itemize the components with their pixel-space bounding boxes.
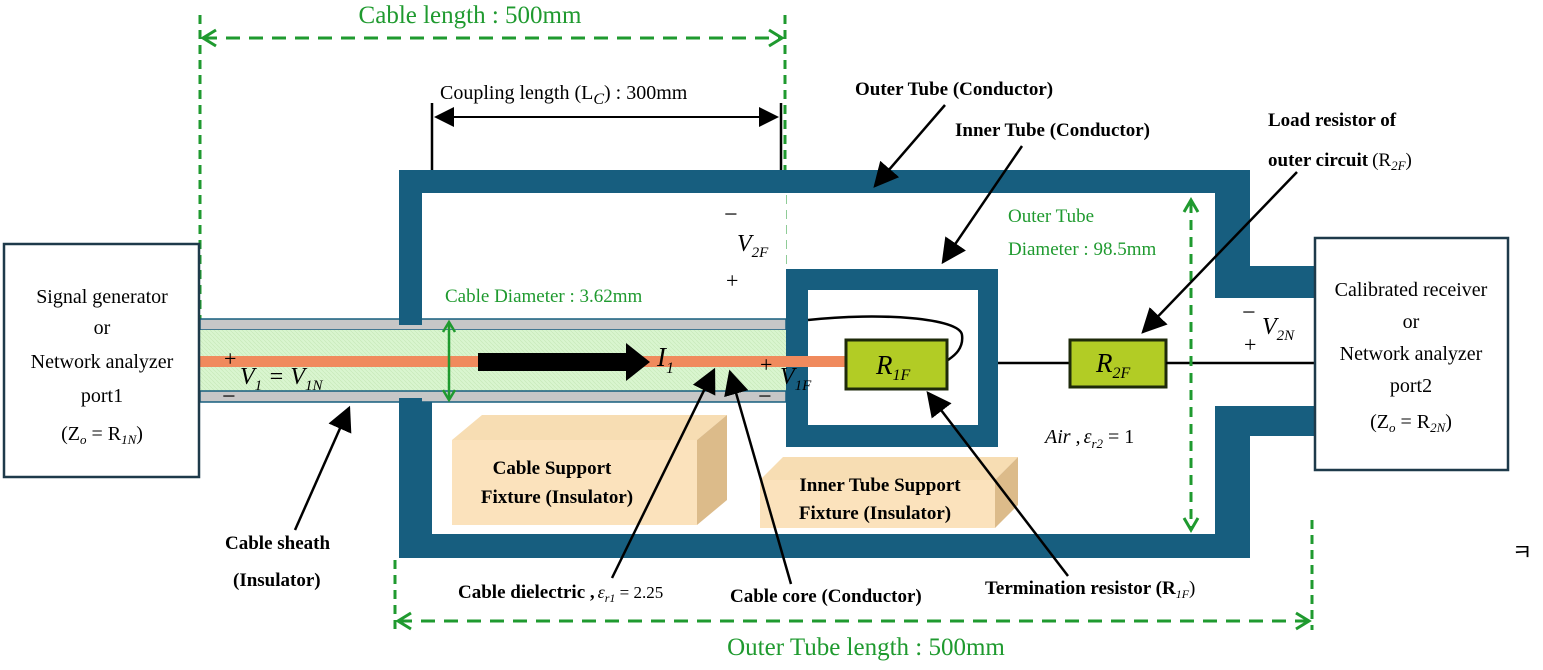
v1f-minus: − xyxy=(758,384,772,410)
receiver-line2: or xyxy=(1403,311,1420,333)
cable-diameter-dimension: Cable Diameter : 3.62mm xyxy=(441,286,643,403)
outer-tube-length-dimension: Outer Tube length : 500mm xyxy=(393,520,1314,661)
outer-tube-left-wall-top xyxy=(399,170,422,325)
v1f-label: V1F xyxy=(780,364,812,394)
termination-pointer xyxy=(926,391,1069,577)
inner-tube-support-fixture: Inner Tube Support Fixture (Insulator) xyxy=(760,457,1018,528)
cable-sheath-pointer xyxy=(293,405,352,531)
cable-core-label: Cable core (Conductor) xyxy=(730,586,922,607)
outer-tube-diameter-dimension: Outer Tube Diameter : 98.5mm xyxy=(1008,197,1200,533)
inner-support-line2: Fixture (Insulator) xyxy=(799,503,951,524)
cable-support-fixture: Cable Support Fixture (Insulator) xyxy=(452,415,727,525)
cable-sheath-top xyxy=(199,318,787,331)
termination-label: Termination resistor (R1F) xyxy=(985,578,1195,601)
v2f-plus: + xyxy=(726,268,738,293)
outer-diameter-line1: Outer Tube xyxy=(1008,206,1094,227)
r2f-label: R2F xyxy=(1095,348,1131,382)
r1f-label: R1F xyxy=(875,350,911,384)
side-mark: ㅋ xyxy=(1512,540,1532,565)
v2f-label: V2F xyxy=(737,231,769,261)
cable-core-inner xyxy=(786,356,846,367)
v2n-voltage: − V2N + xyxy=(1242,300,1295,357)
cable-dielectric-pointer xyxy=(610,367,716,579)
v2n-minus: − xyxy=(1242,300,1256,326)
i1-label: I1 xyxy=(656,342,674,377)
cable-sheath-line1: Cable sheath xyxy=(225,533,330,554)
cable-support-line1: Cable Support xyxy=(493,458,612,479)
air-label: Air ,εr2 = 1 xyxy=(1043,426,1134,451)
receiver-box: Calibrated receiver or Network analyzer … xyxy=(1313,236,1510,472)
cable-sheath-line2: (Insulator) xyxy=(233,570,321,591)
v2n-label: V2N xyxy=(1262,314,1295,344)
coupling-length-dimension: Coupling length (LC) : 300mm xyxy=(430,82,783,200)
inner-tube-pointer xyxy=(941,145,1024,265)
signal-generator-box: Signal generator or Network analyzer por… xyxy=(2,242,201,479)
signal-gen-line4: port1 xyxy=(81,385,123,407)
receiver-line3: Network analyzer xyxy=(1340,343,1483,365)
v2f-voltage: − V2F + xyxy=(724,202,769,293)
v1-plus: + xyxy=(224,346,236,371)
v1-minus: − xyxy=(222,384,236,410)
v2n-plus: + xyxy=(1244,332,1256,357)
v1-label: V1 = V1N xyxy=(240,364,324,394)
outer-tube-left-wall-bottom xyxy=(399,398,422,558)
signal-gen-line3: Network analyzer xyxy=(31,351,174,373)
outer-tube xyxy=(399,170,1315,558)
receiver-impedance: (Zo = R2N) xyxy=(1370,411,1452,435)
inner-tube-label: Inner Tube (Conductor) xyxy=(955,120,1150,141)
receiver-line1: Calibrated receiver xyxy=(1335,279,1488,301)
coupling-length-label: Coupling length (LC) : 300mm xyxy=(440,82,688,108)
signal-gen-line1: Signal generator xyxy=(36,286,168,308)
outer-tube-pointer xyxy=(873,104,946,188)
cable-length-label: Cable length : 500mm xyxy=(359,2,582,29)
inner-support-line1: Inner Tube Support xyxy=(799,475,961,496)
outer-diameter-line2: Diameter : 98.5mm xyxy=(1008,239,1156,260)
v1f-plus: + xyxy=(760,352,772,377)
receiver-line4: port2 xyxy=(1390,375,1432,397)
outer-tube-label: Outer Tube (Conductor) xyxy=(855,79,1053,100)
v2f-minus: − xyxy=(724,202,738,228)
cable-diameter-label: Cable Diameter : 3.62mm xyxy=(445,286,643,307)
signal-gen-line2: or xyxy=(94,317,111,339)
v1f-voltage: + − V1F xyxy=(758,352,812,410)
load-resistor-pointer xyxy=(1141,171,1298,334)
v1-voltage: + − V1 = V1N xyxy=(222,346,324,410)
outer-tube-length-label: Outer Tube length : 500mm xyxy=(727,634,1005,661)
cable-core-pointer xyxy=(724,369,793,585)
load-resistor-line2: outer circuit(R2F) xyxy=(1268,150,1412,173)
r2f-resistor: R2F xyxy=(1068,338,1168,389)
current-arrow: I1 xyxy=(478,342,674,381)
r1f-resistor: R1F xyxy=(844,338,949,391)
cable-dielectric-label: Cable dielectric ,εr1 = 2.25 xyxy=(458,582,663,605)
signal-gen-impedance: (Zo = R1N) xyxy=(61,423,143,447)
cable-support-line2: Fixture (Insulator) xyxy=(481,487,633,508)
load-resistor-line1: Load resistor of xyxy=(1268,110,1397,131)
termination-wire xyxy=(807,315,964,362)
